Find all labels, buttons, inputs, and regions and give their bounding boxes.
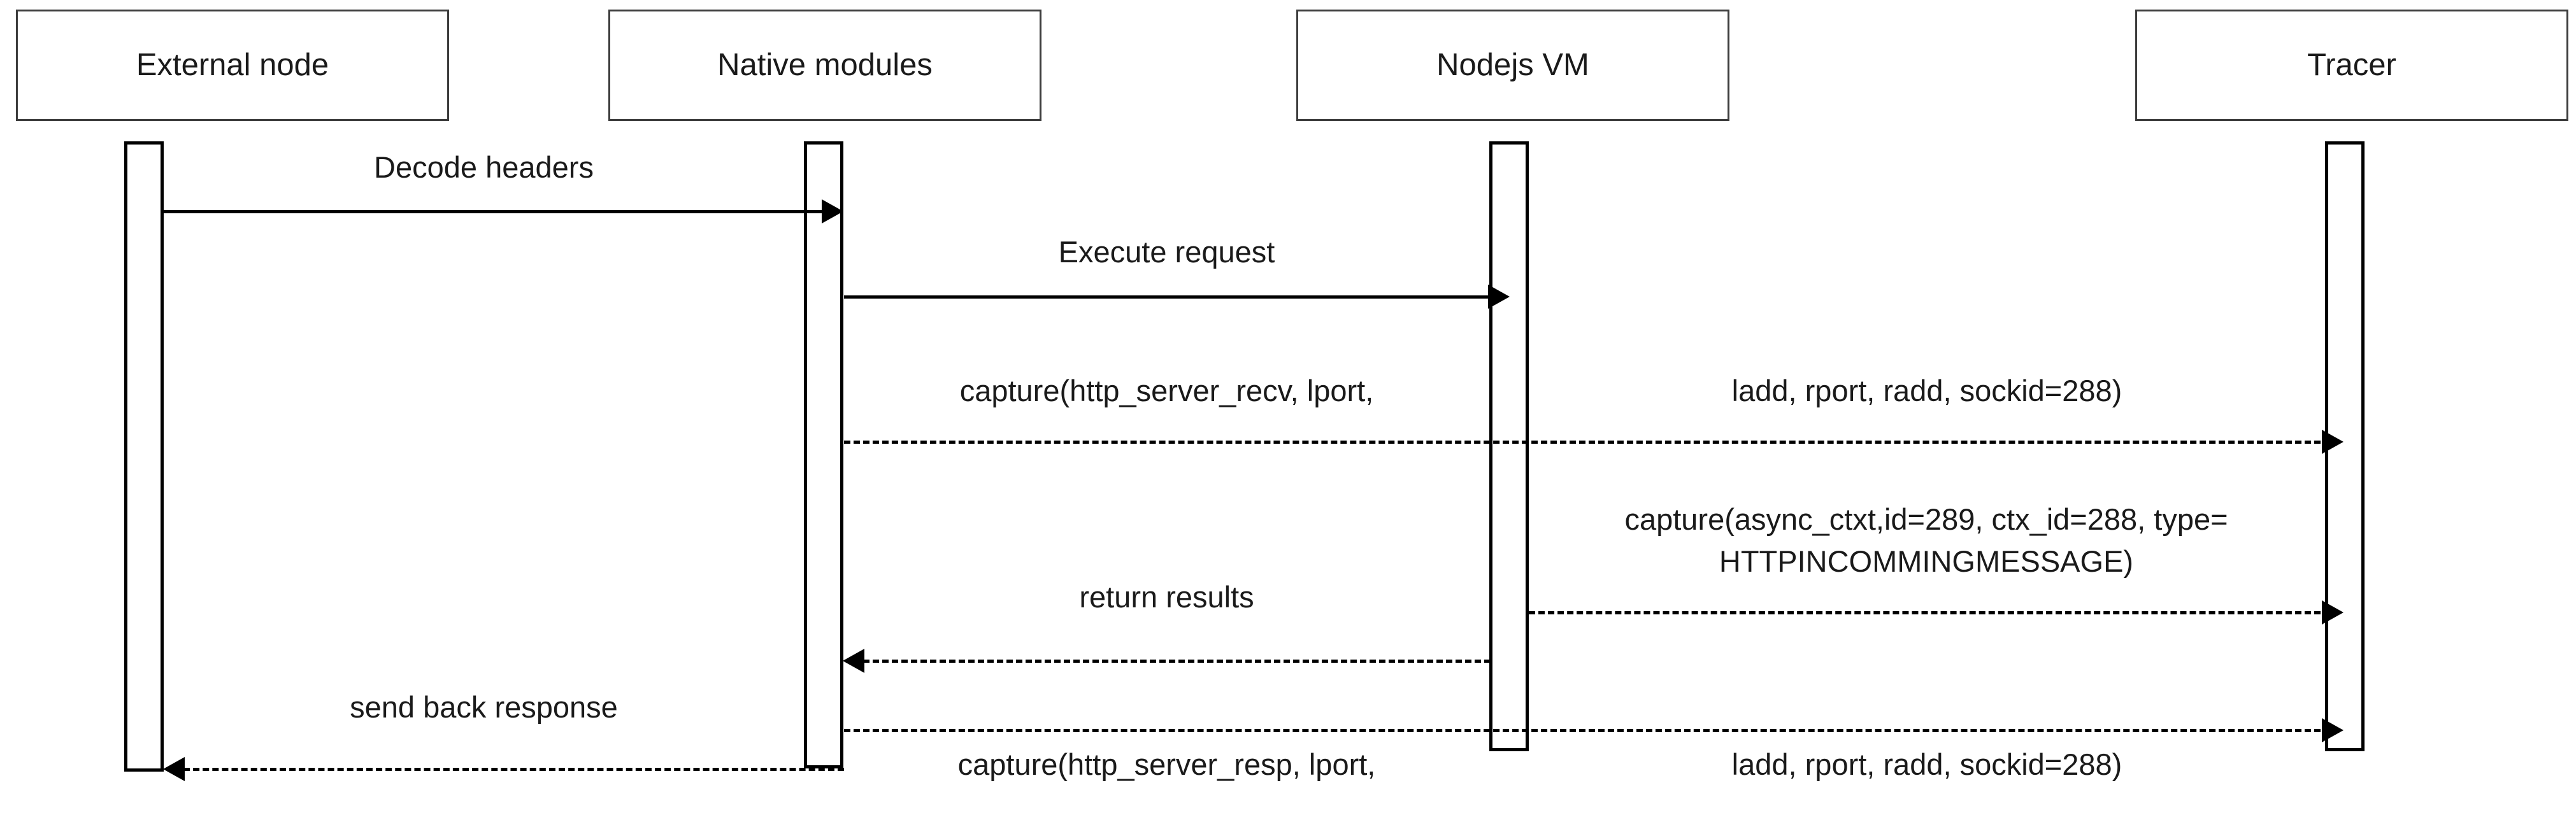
message-line-decode-headers <box>164 210 823 213</box>
message-label-capture-http-server-recv-part1: capture(http_server_recv, lport, <box>959 374 1374 407</box>
participant-label-external-node: External node <box>136 47 329 82</box>
message-label-send-back-response: send back response <box>350 690 618 724</box>
message-label-capture-async-ctxt-part1: capture(async_ctxt,id=289, ctx_id=288, t… <box>1624 502 2228 536</box>
message-line-send-back-response <box>183 768 844 771</box>
participant-label-nodejs-vm: Nodejs VM <box>1436 47 1589 82</box>
message-arrowhead-decode-headers <box>822 199 843 223</box>
participant-box-nodejs-vm[interactable]: Nodejs VM <box>1296 10 1729 121</box>
message-line-capture-async-ctxt <box>1529 611 2321 614</box>
message-label-capture-async-ctxt-part2: HTTPINCOMMINGMESSAGE) <box>1719 544 2134 578</box>
message-label-capture-http-server-resp-part2: ladd, rport, radd, sockid=288) <box>1731 747 2122 781</box>
participant-box-tracer[interactable]: Tracer <box>2135 10 2568 121</box>
message-line-capture-http-server-resp <box>844 729 2321 732</box>
participant-box-native-modules[interactable]: Native modules <box>608 10 1041 121</box>
participant-box-external-node[interactable]: External node <box>16 10 449 121</box>
message-arrowhead-capture-http-server-resp <box>2322 718 2343 742</box>
message-arrowhead-execute-request <box>1488 285 1510 309</box>
participant-label-native-modules: Native modules <box>717 47 933 82</box>
message-line-execute-request <box>844 295 1489 299</box>
message-label-capture-http-server-resp-part1: capture(http_server_resp, lport, <box>957 747 1376 781</box>
message-arrowhead-return-results <box>843 649 864 673</box>
message-label-return-results: return results <box>1079 580 1254 614</box>
message-line-capture-http-server-recv <box>844 441 2321 444</box>
participant-label-tracer: Tracer <box>2307 47 2396 82</box>
lifeline-activation-external-node <box>124 141 164 772</box>
message-label-capture-http-server-recv-part2: ladd, rport, radd, sockid=288) <box>1731 374 2122 407</box>
message-line-return-results <box>863 660 1491 663</box>
message-label-execute-request: Execute request <box>1058 235 1275 269</box>
message-arrowhead-send-back-response <box>163 757 185 781</box>
message-arrowhead-capture-http-server-recv <box>2322 430 2343 454</box>
lifeline-activation-nodejs-vm <box>1489 141 1529 751</box>
lifeline-activation-native-modules <box>804 141 843 768</box>
message-arrowhead-capture-async-ctxt <box>2322 600 2343 625</box>
message-label-decode-headers: Decode headers <box>374 150 594 184</box>
